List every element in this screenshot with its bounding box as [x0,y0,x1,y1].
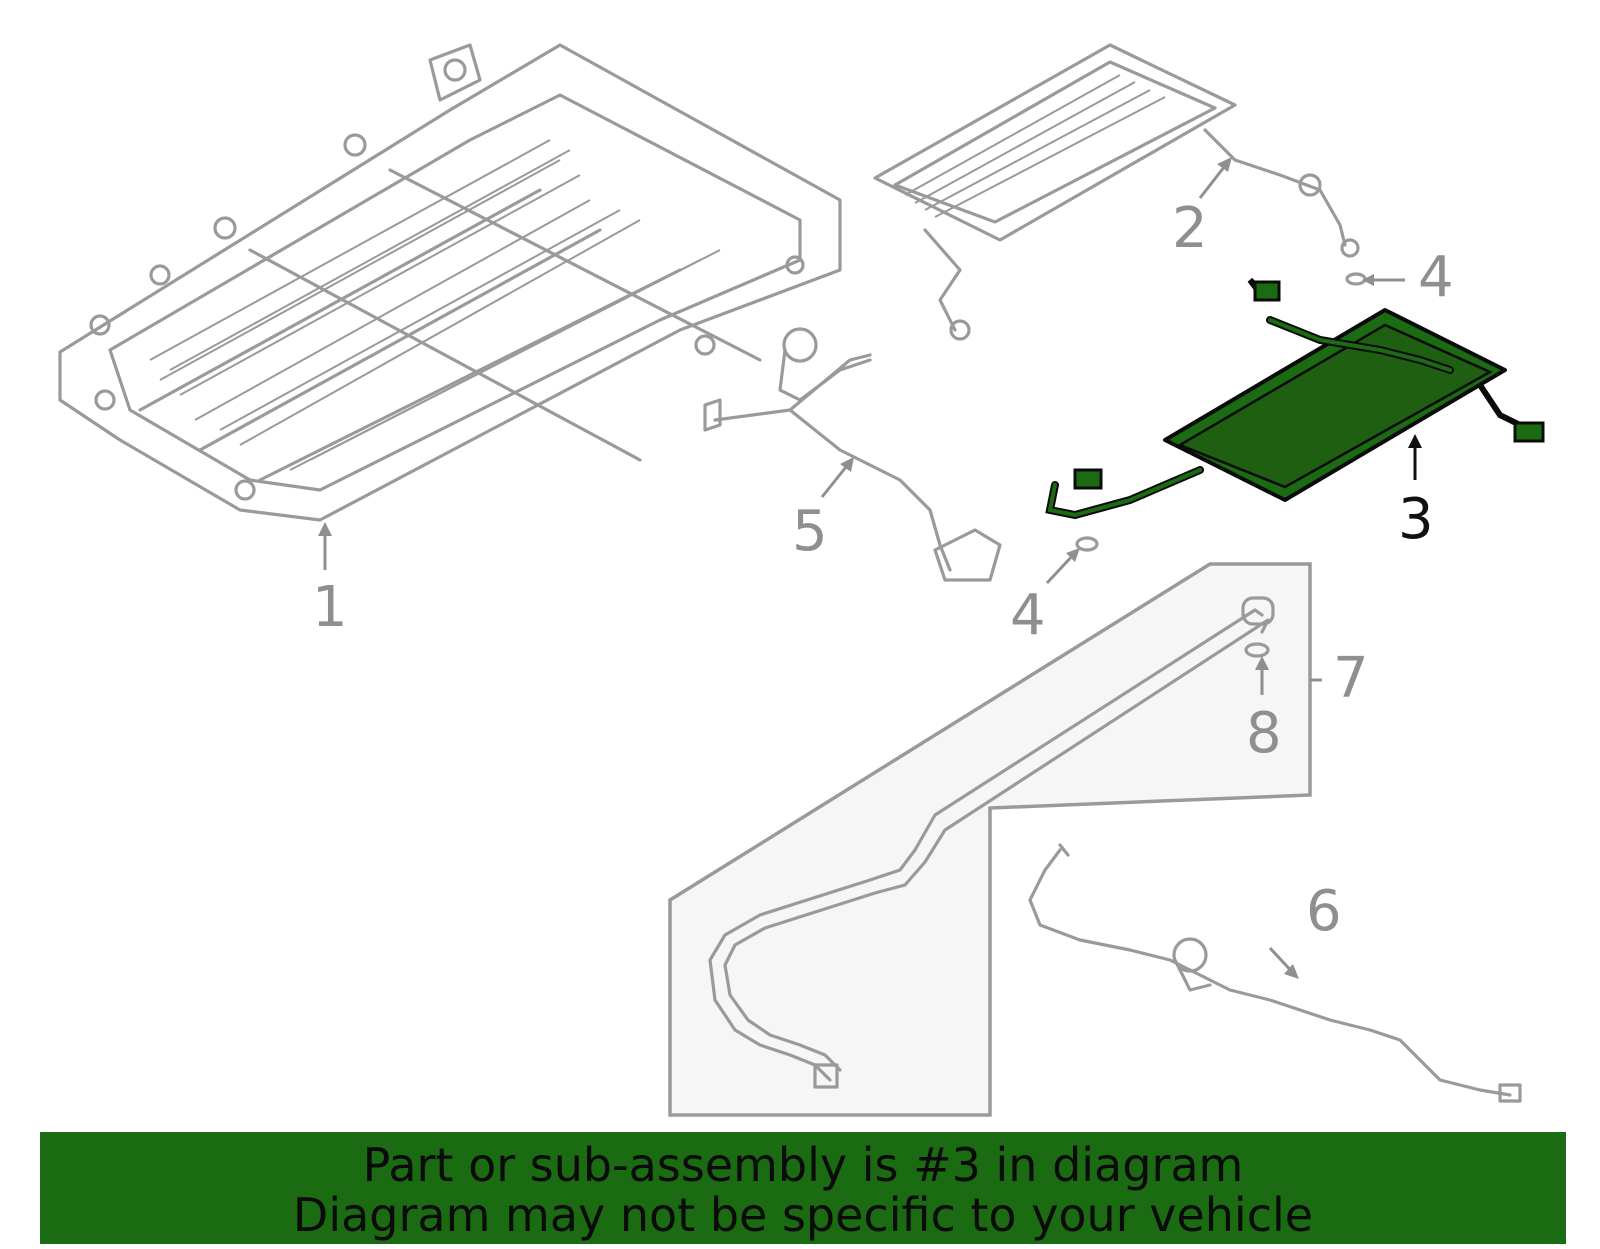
banner-line-2: Diagram may not be specific to your vehi… [292,1188,1314,1242]
leader-4b [1045,551,1077,585]
arrowhead-2 [1217,157,1232,172]
callout-4-upper: 4 [1418,245,1454,310]
part-4-o-ring-upper[interactable] [1345,272,1367,286]
banner-line-1: Part or sub-assembly is #3 in diagram [362,1138,1244,1192]
arrowhead-6 [1284,964,1299,979]
arrowhead-3 [1408,434,1422,448]
callout-1: 1 [312,575,348,640]
part-4-o-ring-lower[interactable] [1075,536,1099,552]
arrowhead-4a [1362,274,1374,286]
callout-7: 7 [1333,646,1369,711]
callout-8: 8 [1246,701,1282,766]
arrowhead-5 [840,457,854,472]
callout-4-lower: 4 [1010,583,1046,648]
arrowhead-1 [318,522,332,536]
callout-5: 5 [792,499,828,564]
part-2-cooling-plate[interactable] [873,43,1360,341]
part-8-o-ring[interactable] [1244,642,1270,658]
part-1-battery-tray[interactable] [58,43,842,522]
part-5-valve-hose[interactable] [703,327,1002,582]
callout-6: 6 [1306,879,1342,944]
arrowhead-4b [1066,548,1080,562]
callout-2: 2 [1172,196,1208,261]
callout-3: 3 [1398,487,1434,552]
part-3-cooling-plate-highlighted[interactable] [1045,277,1545,520]
info-banner: Part or sub-assembly is #3 in diagram Di… [40,1132,1566,1244]
part-7-pipe-panel[interactable] [668,562,1312,1117]
arrowhead-8 [1255,656,1269,670]
part-6-hose-assembly[interactable] [1028,843,1522,1103]
